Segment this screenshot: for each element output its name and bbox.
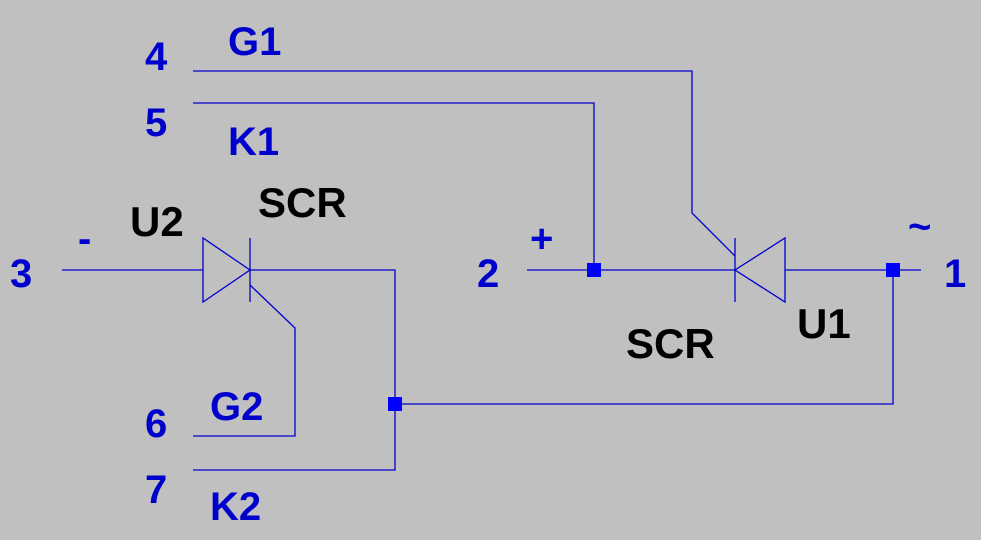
net-label-k1: K1 [228,120,279,164]
wires [62,70,921,471]
pin-label-1: 1 [944,252,966,296]
pin-label-7: 7 [145,468,167,512]
wire-ac-tie[interactable] [395,270,894,405]
pin-label-2: 2 [477,252,499,296]
junction-k2 [388,397,402,411]
component-labels: U2 SCR SCR U1 [130,179,851,367]
u2-type-label: SCR [258,179,347,226]
pin-label-6: 6 [145,402,167,446]
pin-label-3: 3 [10,252,32,296]
u1-ref-label: U1 [797,300,851,347]
wire-g1[interactable] [193,70,736,257]
junction-plus [587,263,601,277]
net-label-minus: - [78,217,91,261]
u1-triangle [733,236,786,304]
pin-label-5: 5 [145,101,167,145]
net-labels: G1 K1 G2 K2 + - ~ [78,20,931,529]
net-label-tilde: ~ [908,205,931,249]
net-label-plus: + [530,217,553,261]
scr-u1-symbol[interactable] [733,236,786,304]
wire-k1[interactable] [193,102,595,270]
wire-g2[interactable] [193,284,296,437]
net-label-g2: G2 [210,385,263,429]
junction-ac [886,263,900,277]
u2-ref-label: U2 [130,198,184,245]
u2-triangle [202,236,252,304]
net-label-k2: K2 [210,485,261,529]
pin-label-4: 4 [145,35,168,79]
net-label-g1: G1 [228,20,281,64]
scr-u2-symbol[interactable] [202,236,252,304]
pin-labels: 4 5 3 2 1 6 7 [10,35,966,512]
wire-k2[interactable] [193,269,396,471]
u1-type-label: SCR [626,320,715,367]
